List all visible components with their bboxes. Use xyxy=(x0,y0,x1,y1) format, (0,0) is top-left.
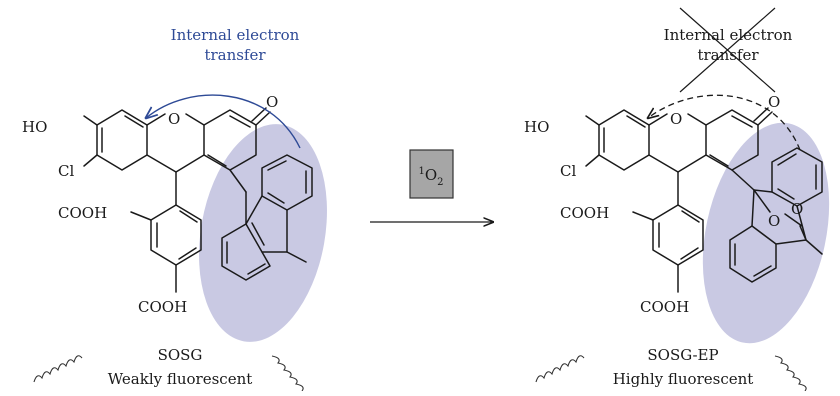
peroxide-oxygen-2: O xyxy=(791,200,803,218)
ho-atom-label: HO xyxy=(22,118,47,136)
cross-out-mark xyxy=(679,7,776,93)
fluorescence-wave-right-ep xyxy=(774,355,807,392)
reagent-subscript: 2 xyxy=(437,177,443,188)
ring-oxygen-label-ep: O xyxy=(670,110,682,128)
chloro-atom-label: Cl xyxy=(58,162,74,180)
anthracene-highlight xyxy=(199,124,327,342)
singlet-oxygen-box xyxy=(409,149,454,199)
cooh-label-ortho: COOH xyxy=(58,204,107,222)
benzoic-ring-ep xyxy=(632,171,704,293)
cooh-label-para: COOH xyxy=(138,298,187,316)
blocked-transfer-arrow xyxy=(648,94,801,151)
singlet-oxygen-label: 1O2 xyxy=(418,166,443,188)
keto-oxygen-label: O xyxy=(266,93,278,111)
sosg-caption: Weakly fluorescent xyxy=(108,370,253,388)
ring-oxygen-label: O xyxy=(168,110,180,128)
sosg-molecule: HO O O Cl COOH COOH xyxy=(22,26,327,392)
peroxide-oxygen-1: O xyxy=(768,212,780,230)
sosg-ep-caption: Highly fluorescent xyxy=(613,370,754,388)
endoperoxide-highlight xyxy=(702,122,830,344)
cooh-label-ortho-ep: COOH xyxy=(560,204,609,222)
fluorescence-wave-right xyxy=(271,355,304,392)
blocked-transfer-label: Internal electron xyxy=(664,26,793,44)
ho-atom-label-ep: HO xyxy=(524,118,549,136)
electron-transfer-arrow xyxy=(146,94,301,149)
keto-oxygen-label-ep: O xyxy=(768,93,780,111)
fluorescence-wave-left-ep xyxy=(535,355,585,383)
benzoic-ring xyxy=(130,171,202,293)
reaction-step: 1O2 xyxy=(370,149,493,222)
electron-transfer-label-2: transfer xyxy=(204,46,266,64)
reagent-superscript: 1 xyxy=(418,166,424,177)
endoperoxide-group xyxy=(729,147,823,283)
electron-transfer-label: Internal electron xyxy=(171,26,300,44)
xanthene-core xyxy=(83,107,271,173)
chloro-atom-label-ep: Cl xyxy=(560,162,576,180)
sosg-ep-name: SOSG-EP xyxy=(647,346,718,364)
blocked-transfer-label-2: transfer xyxy=(697,46,759,64)
reagent-base: O xyxy=(425,166,437,184)
sosg-ep-molecule: HO O O Cl COOH COOH O xyxy=(524,7,830,392)
fluorescence-wave-left xyxy=(33,355,83,383)
cooh-label-para-ep: COOH xyxy=(640,298,689,316)
sosg-name: SOSG xyxy=(158,346,203,364)
anthracene-group xyxy=(221,154,313,281)
